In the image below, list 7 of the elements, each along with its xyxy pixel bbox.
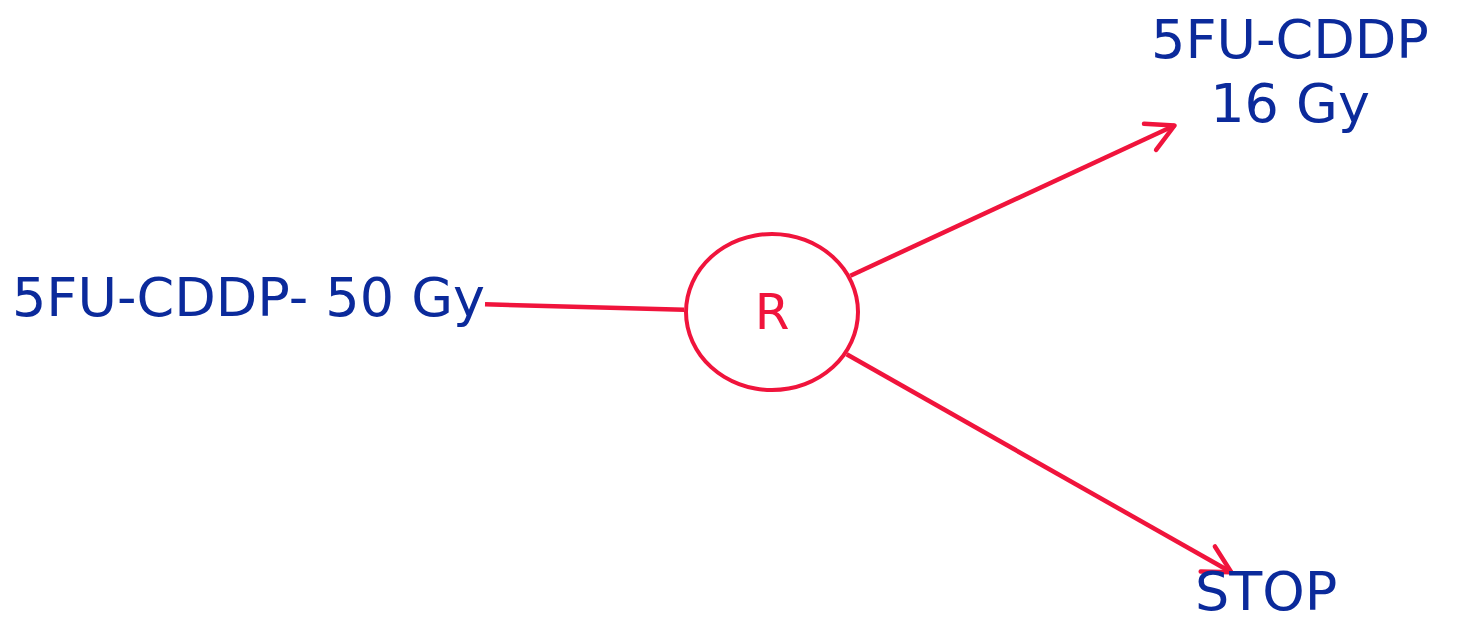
node-label: 5FU-CDDP- 50 Gy (12, 266, 485, 330)
node-label: STOP (1195, 560, 1338, 624)
node-label: 5FU-CDDP 16 Gy (1150, 8, 1430, 136)
arrow (849, 121, 1177, 278)
arrow (845, 352, 1234, 575)
node-label: R (754, 281, 790, 343)
connector-line (484, 302, 685, 312)
